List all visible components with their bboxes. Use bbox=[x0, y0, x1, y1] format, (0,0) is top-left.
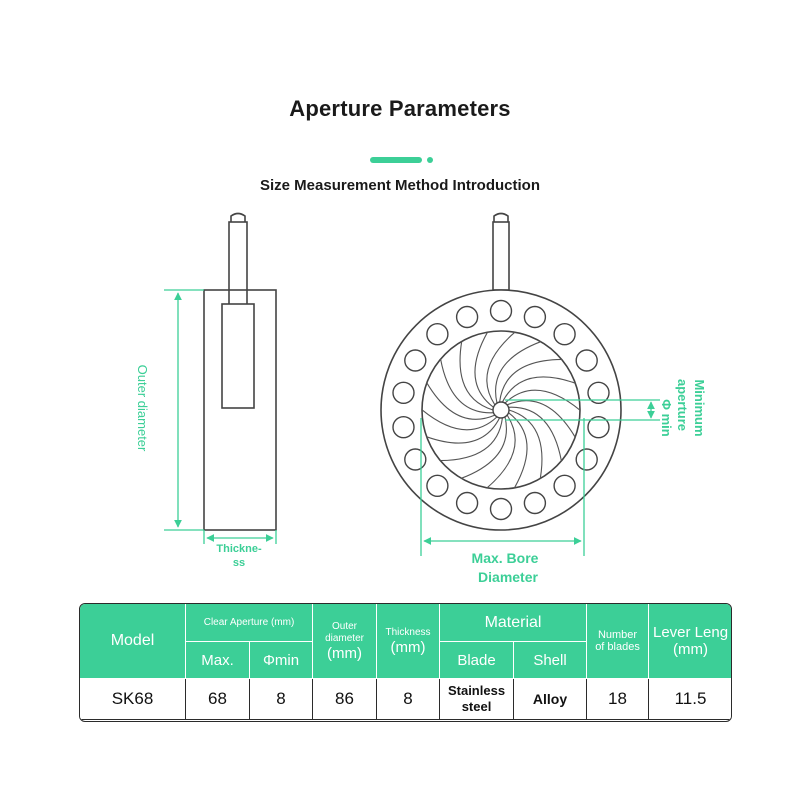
cell-blade-line1: Stainless bbox=[447, 683, 506, 698]
mounting-hole bbox=[404, 349, 427, 372]
iris-blade bbox=[504, 389, 581, 411]
iris-blade bbox=[506, 400, 576, 438]
mounting-hole bbox=[404, 448, 427, 471]
table-row: SK68 68 8 86 8 Stainless steel Alloy 18 … bbox=[80, 678, 731, 720]
front-view bbox=[380, 212, 622, 531]
mounting-hole bbox=[392, 416, 415, 439]
header-outer-diameter-line2: diameter bbox=[325, 632, 364, 644]
iris-blade bbox=[426, 417, 501, 444]
header-max: Max. bbox=[185, 641, 250, 679]
min-aperture-label-line2: aperture bbox=[675, 379, 690, 431]
page-subtitle: Size Measurement Method Introduction bbox=[259, 177, 541, 194]
spec-table: Model Clear Aperture (mm) Outer diameter… bbox=[80, 604, 731, 720]
mounting-hole bbox=[489, 497, 513, 521]
header-lever-length-label: Lever Leng bbox=[652, 624, 729, 641]
cell-number-of-blades: 18 bbox=[586, 678, 650, 720]
header-clear-aperture: Clear Aperture (mm) bbox=[184, 604, 314, 642]
table-header-row-1: Model Clear Aperture (mm) Outer diameter… bbox=[80, 604, 731, 679]
thickness-label-line1: Thickne- bbox=[216, 543, 262, 555]
outer-diameter-label: Outer diameter bbox=[135, 365, 150, 452]
mounting-hole bbox=[426, 323, 449, 346]
header-shell: Shell bbox=[513, 641, 588, 679]
mounting-hole bbox=[553, 323, 576, 346]
cell-model: SK68 bbox=[80, 678, 186, 720]
header-thickness-unit: (mm) bbox=[390, 638, 426, 656]
mounting-hole bbox=[455, 491, 479, 515]
cell-blade-line2: steel bbox=[461, 699, 492, 714]
header-lever-length: Lever Leng (mm) bbox=[648, 604, 731, 679]
iris-blade bbox=[486, 331, 516, 406]
front-lever bbox=[492, 221, 510, 291]
mounting-hole bbox=[587, 381, 610, 404]
cell-lever-length: 11.5 bbox=[648, 678, 731, 720]
mounting-hole bbox=[575, 349, 598, 372]
header-lever-length-unit: (mm) bbox=[673, 641, 708, 658]
outer-diameter-dimension bbox=[164, 289, 277, 544]
header-model: Model bbox=[80, 604, 186, 679]
header-thickness: Thickness (mm) bbox=[376, 604, 441, 679]
iris-blade bbox=[499, 358, 562, 403]
mounting-hole bbox=[575, 448, 598, 471]
max-bore-label-line1: Max. Bore bbox=[472, 550, 539, 566]
header-outer-diameter-unit: (mm) bbox=[327, 644, 362, 662]
min-aperture-hole bbox=[492, 401, 510, 419]
header-thickness-label: Thickness bbox=[385, 626, 431, 638]
header-outer-diameter: Outer diameter (mm) bbox=[312, 604, 378, 679]
iris-blade bbox=[474, 331, 494, 408]
header-outer-diameter-line1: Outer bbox=[332, 620, 358, 632]
mounting-hole bbox=[523, 305, 547, 329]
aperture-diagram: Outer diameter Thickne- ss Φ min apertur… bbox=[135, 212, 707, 585]
title-accent-divider bbox=[370, 157, 433, 164]
mounting-holes bbox=[392, 299, 610, 521]
header-blades-line1: Number bbox=[597, 629, 638, 641]
cell-phi-min: 8 bbox=[248, 678, 314, 720]
mounting-hole bbox=[392, 381, 415, 404]
iris-blade bbox=[508, 412, 528, 489]
iris-blade bbox=[495, 341, 541, 404]
iris-blade bbox=[459, 341, 494, 411]
iris-blade bbox=[426, 382, 496, 420]
mounting-hole bbox=[587, 416, 610, 439]
min-aperture-dimension bbox=[505, 399, 660, 421]
mounting-hole bbox=[523, 491, 547, 515]
header-material: Material bbox=[439, 604, 588, 642]
iris-blade bbox=[501, 376, 576, 403]
iris-blade bbox=[440, 417, 503, 462]
mounting-hole bbox=[426, 474, 449, 497]
header-blade: Blade bbox=[439, 641, 515, 679]
mounting-hole bbox=[553, 474, 576, 497]
accent-bar bbox=[370, 157, 422, 163]
iris-blade bbox=[486, 414, 516, 489]
cell-max: 68 bbox=[185, 678, 250, 720]
side-groove bbox=[221, 303, 255, 409]
accent-dot bbox=[427, 157, 433, 163]
iris-blade bbox=[440, 358, 494, 414]
max-bore-dimension bbox=[420, 418, 585, 556]
cell-thickness: 8 bbox=[376, 678, 441, 720]
mounting-hole bbox=[489, 299, 513, 323]
header-phi-min: Φmin bbox=[248, 641, 314, 679]
cell-shell: Alloy bbox=[513, 678, 588, 720]
spec-table-frame: Model Clear Aperture (mm) Outer diameter… bbox=[79, 603, 732, 722]
header-number-of-blades: Number of blades bbox=[586, 604, 650, 679]
min-aperture-symbol: Φ min bbox=[659, 399, 674, 436]
min-aperture-label-line1: Minimum bbox=[692, 379, 707, 436]
cell-blade: Stainless steel bbox=[439, 678, 515, 720]
iris-blade bbox=[461, 416, 507, 479]
table-header-row-2: Max. Φmin Blade Shell bbox=[80, 641, 731, 679]
max-bore-label-line2: Diameter bbox=[478, 569, 538, 585]
iris-blade bbox=[421, 409, 498, 431]
side-view bbox=[203, 212, 277, 531]
page-title: Aperture Parameters bbox=[289, 96, 511, 121]
cell-outer-diameter: 86 bbox=[312, 678, 378, 720]
iris-blade bbox=[508, 409, 543, 479]
header-blades-line2: of blades bbox=[595, 641, 640, 653]
mounting-hole bbox=[455, 305, 479, 329]
thickness-label-line2: ss bbox=[233, 557, 245, 569]
